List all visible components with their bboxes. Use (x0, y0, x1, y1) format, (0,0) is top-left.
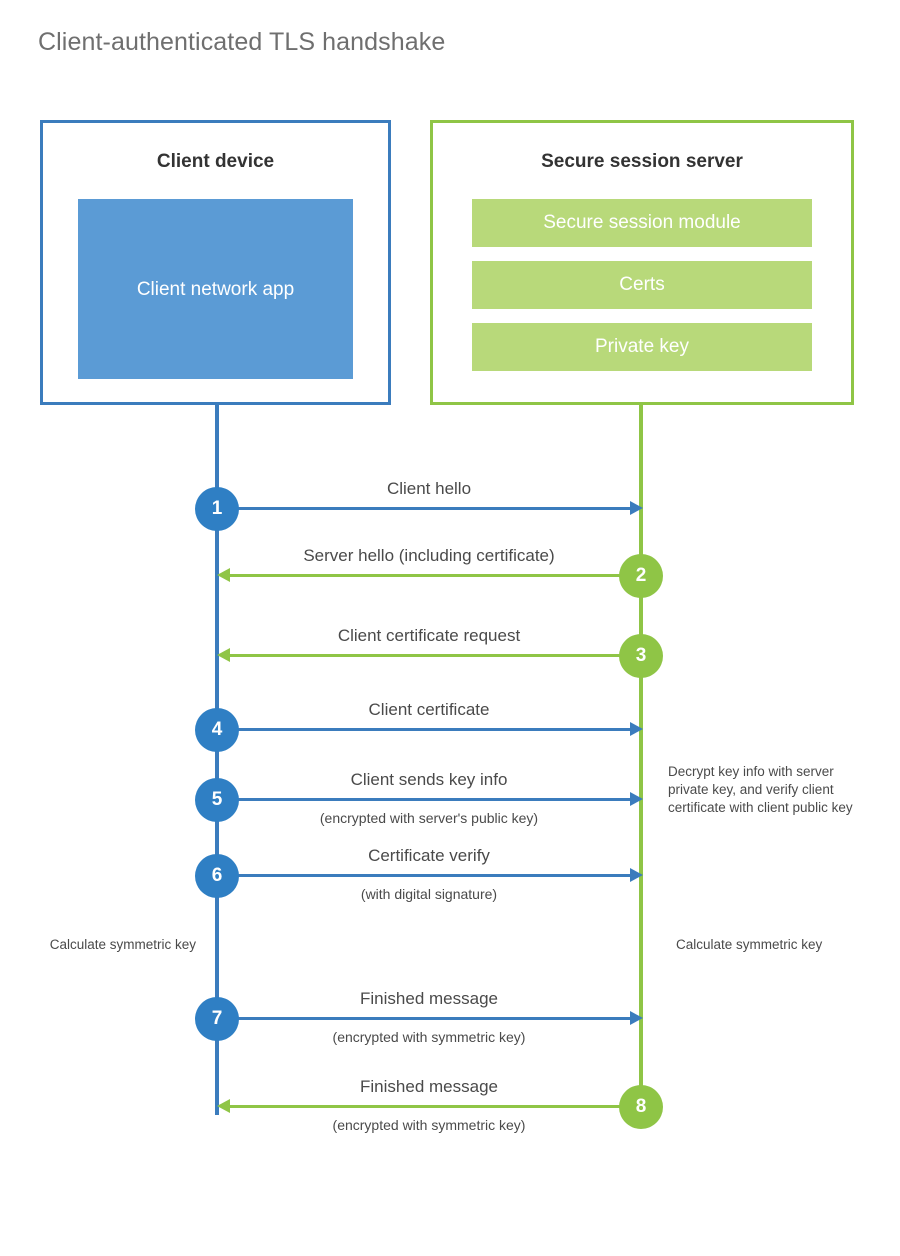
message-arrow-line (226, 574, 641, 577)
client-lifeline (215, 403, 219, 1115)
step-number-badge: 1 (195, 487, 239, 531)
arrow-right-icon (630, 722, 643, 736)
message-sublabel: (encrypted with symmetric key) (332, 1029, 526, 1045)
message-arrow-line (217, 728, 632, 731)
secure-session-server-box: Secure session server Secure session mod… (430, 120, 854, 405)
note-client-calculate-symmetric-key: Calculate symmetric key (49, 937, 196, 952)
message-sublabel: (encrypted with symmetric key) (332, 1117, 526, 1133)
arrow-right-icon (630, 792, 643, 806)
note-server-calculate-symmetric-key: Calculate symmetric key (676, 937, 823, 952)
arrow-left-icon (217, 568, 230, 582)
message-label: Finished message (360, 989, 498, 1008)
client-device-box: Client device Client network app (40, 120, 391, 405)
arrow-right-icon (630, 1011, 643, 1025)
message-sublabel: (encrypted with server's public key) (319, 810, 539, 826)
step-number-badge: 2 (619, 554, 663, 598)
step-number-badge: 4 (195, 708, 239, 752)
arrow-left-icon (217, 648, 230, 662)
message-label: Server hello (including certificate) (303, 546, 555, 565)
page-title: Client-authenticated TLS handshake (38, 28, 446, 56)
message-arrow-line (217, 507, 632, 510)
arrow-right-icon (630, 868, 643, 882)
step-number-badge: 6 (195, 854, 239, 898)
message-label: Finished message (360, 1077, 498, 1096)
message-arrow-line (217, 874, 632, 877)
message-label: Client certificate request (337, 626, 521, 645)
server-components-list: Secure session module Certs Private key (472, 199, 812, 371)
step-number-badge: 8 (619, 1085, 663, 1129)
message-arrow-line (226, 1105, 641, 1108)
server-lifeline (639, 403, 643, 1105)
server-component-private-key: Private key (472, 323, 812, 371)
message-label: Client sends key info (350, 770, 508, 789)
message-arrow-line (217, 798, 632, 801)
server-component-secure-session-module: Secure session module (472, 199, 812, 247)
arrow-right-icon (630, 501, 643, 515)
message-label: Client certificate (368, 700, 490, 719)
step-number-badge: 3 (619, 634, 663, 678)
step-number-badge: 7 (195, 997, 239, 1041)
client-device-title: Client device (156, 151, 275, 172)
secure-session-server-title: Secure session server (541, 151, 743, 172)
message-arrow-line (217, 1017, 632, 1020)
message-label: Certificate verify (368, 846, 490, 865)
message-arrow-line (226, 654, 641, 657)
server-component-certs: Certs (472, 261, 812, 309)
client-network-app-box: Client network app (78, 199, 353, 379)
message-label: Client hello (386, 479, 472, 498)
step-number-badge: 5 (195, 778, 239, 822)
arrow-left-icon (217, 1099, 230, 1113)
message-sublabel: (with digital signature) (360, 886, 498, 902)
note-server-decrypt: Decrypt key info with server private key… (668, 764, 853, 815)
